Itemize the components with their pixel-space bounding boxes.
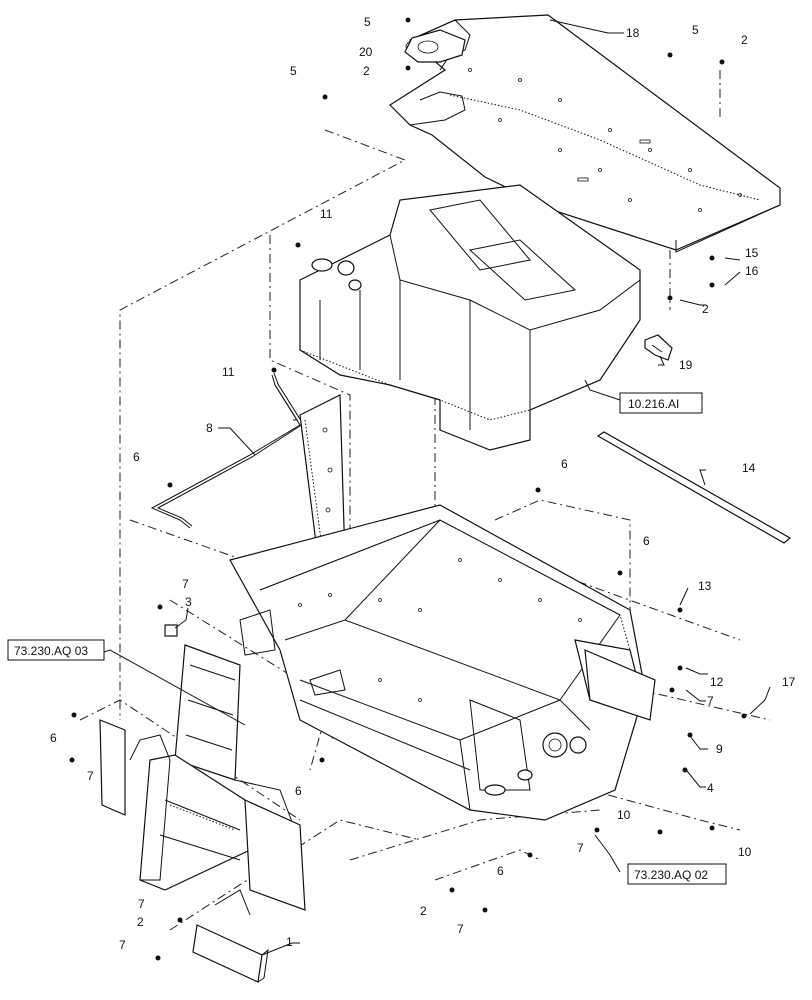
callout-5: 5 <box>692 23 699 37</box>
reference-tank: 10.216.AI <box>619 392 703 414</box>
callout-19: 19 <box>679 358 693 372</box>
callout-6: 6 <box>561 457 568 471</box>
callout-10: 10 <box>738 845 752 859</box>
callout-numbers: 1 2 2 2 2 2 3 4 5 5 5 6 6 6 6 6 6 7 7 7 … <box>50 15 796 952</box>
callout-9: 9 <box>716 742 723 756</box>
callout-14: 14 <box>742 461 756 475</box>
callout-5: 5 <box>364 15 371 29</box>
step-ladder <box>129 624 306 916</box>
callout-7: 7 <box>87 769 94 783</box>
callout-4: 4 <box>707 781 714 795</box>
part-8-tube <box>150 372 304 529</box>
reference-ladder-left: 73.230.AQ 03 <box>7 639 105 661</box>
callout-15: 15 <box>745 246 759 260</box>
fasteners <box>69 17 747 961</box>
callout-11: 11 <box>222 365 235 379</box>
callout-2: 2 <box>363 64 370 78</box>
callout-7: 7 <box>457 922 464 936</box>
callout-6: 6 <box>643 534 650 548</box>
callout-7: 7 <box>707 694 714 708</box>
callout-7: 7 <box>577 841 584 855</box>
callout-7: 7 <box>138 897 145 911</box>
part-14-strip <box>596 431 792 544</box>
callout-20: 20 <box>359 45 373 59</box>
callout-8: 8 <box>206 421 213 435</box>
callout-6: 6 <box>497 864 504 878</box>
callout-18: 18 <box>626 26 640 40</box>
callout-11: 11 <box>320 207 333 221</box>
callout-17: 17 <box>782 675 796 689</box>
callout-13: 13 <box>698 579 712 593</box>
fuel-tank <box>299 184 641 451</box>
callout-10: 10 <box>617 808 631 822</box>
part-1-cover-plate <box>192 924 269 983</box>
part-20-gasket <box>404 29 466 63</box>
callout-6: 6 <box>295 784 302 798</box>
callout-12: 12 <box>710 675 724 689</box>
main-frame <box>229 504 646 821</box>
side-panel-left <box>99 719 126 816</box>
callout-7: 7 <box>119 938 126 952</box>
callout-6: 6 <box>133 450 140 464</box>
callout-6: 6 <box>50 731 57 745</box>
callout-2: 2 <box>741 33 748 47</box>
reference-ladder-left-label: 73.230.AQ 03 <box>14 644 88 658</box>
part-19-bracket <box>644 334 673 361</box>
callout-16: 16 <box>745 264 759 278</box>
reference-ladder-right: 73.230.AQ 02 <box>627 863 727 885</box>
reference-ladder-right-label: 73.230.AQ 02 <box>634 868 708 882</box>
leader-lines <box>97 19 771 956</box>
callout-2: 2 <box>137 915 144 929</box>
callout-7: 7 <box>182 577 189 591</box>
callout-2: 2 <box>420 904 427 918</box>
callout-5: 5 <box>290 64 297 78</box>
part-18-top-plate <box>389 14 781 253</box>
side-panel-right <box>584 649 656 721</box>
reference-tank-label: 10.216.AI <box>628 397 679 411</box>
callout-2: 2 <box>702 302 709 316</box>
callout-3: 3 <box>185 595 192 609</box>
callout-1: 1 <box>286 935 293 949</box>
